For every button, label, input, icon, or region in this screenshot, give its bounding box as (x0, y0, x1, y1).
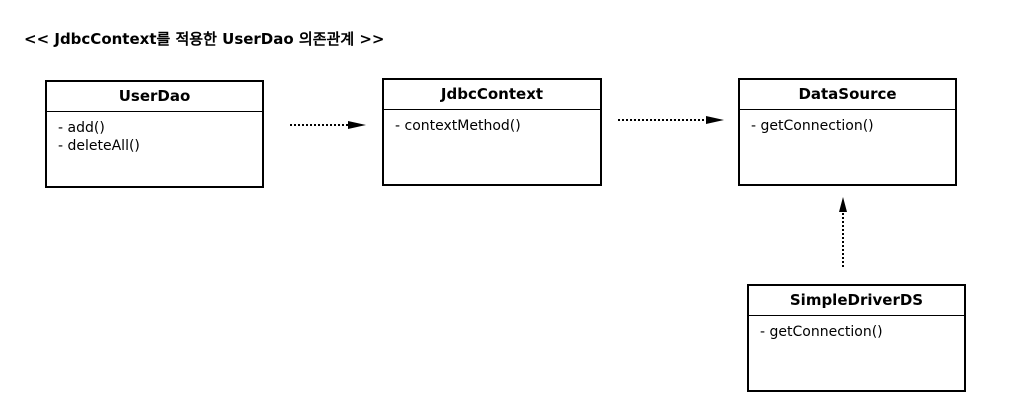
class-name: UserDao (47, 82, 262, 112)
arrow-simpledriverds-to-datasource (839, 197, 847, 267)
method-list: - contextMethod() (384, 110, 600, 135)
arrow-userdao-to-jdbccontext (290, 121, 366, 129)
method-item: - add() (58, 120, 105, 136)
method-item: - getConnection() (751, 118, 874, 134)
class-box-userdao: UserDao - add() - deleteAll() (45, 80, 264, 188)
diagram-title: << JdbcContext를 적용한 UserDao 의존관계 >> (24, 30, 385, 48)
method-item: - contextMethod() (395, 118, 521, 134)
class-name: SimpleDriverDS (749, 286, 964, 316)
class-name: JdbcContext (384, 80, 600, 110)
method-list: - add() - deleteAll() (47, 112, 262, 155)
method-list: - getConnection() (740, 110, 955, 135)
class-box-jdbccontext: JdbcContext - contextMethod() (382, 78, 602, 186)
method-list: - getConnection() (749, 316, 964, 341)
arrow-jdbccontext-to-datasource (618, 116, 724, 124)
class-box-datasource: DataSource - getConnection() (738, 78, 957, 186)
class-name: DataSource (740, 80, 955, 110)
method-item: - deleteAll() (58, 138, 140, 154)
class-box-simpledriverds: SimpleDriverDS - getConnection() (747, 284, 966, 392)
method-item: - getConnection() (760, 324, 883, 340)
